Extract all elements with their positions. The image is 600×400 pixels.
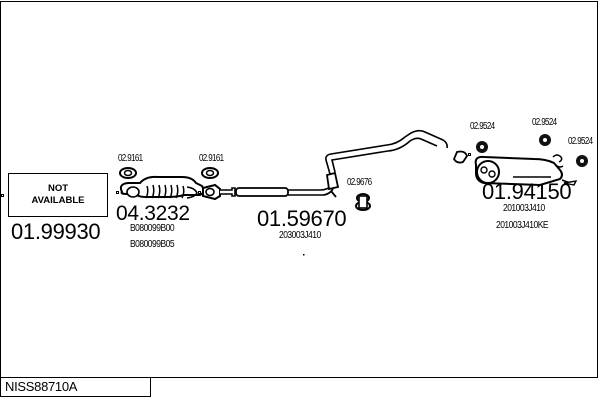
connector-marker — [198, 191, 201, 194]
gasket-icon-center — [201, 167, 219, 179]
not-available-box[interactable]: NOT AVAILABLE — [8, 173, 108, 217]
reference-center-1: 203003J410 — [279, 230, 321, 241]
rear-muffler-icon — [474, 154, 578, 187]
not-available-line2: AVAILABLE — [31, 195, 85, 206]
stray-mark — [303, 254, 305, 256]
part-number-center-pipe[interactable]: 01.59670 — [257, 206, 347, 231]
part-number-catalytic-converter[interactable]: 04.3232 — [116, 202, 190, 225]
part-number-rear-hanger-1[interactable]: 02.9524 — [470, 121, 495, 132]
connector-marker — [1, 194, 4, 197]
connector-marker — [468, 153, 471, 156]
center-pipe-icon — [202, 129, 468, 201]
part-number-front-pipe[interactable]: 01.99930 — [11, 219, 101, 244]
part-number-rear-hanger-3[interactable]: 02.9524 — [568, 136, 593, 147]
hanger-icon-rear-3 — [576, 155, 588, 167]
reference-cat-2: B080099B05 — [130, 239, 175, 250]
gasket-number-cat[interactable]: 02.9161 — [118, 153, 143, 164]
connector-marker — [116, 191, 119, 194]
diagram-frame — [0, 1, 598, 378]
reference-muffler-2: 201003J410KE — [496, 220, 549, 231]
gasket-number-center[interactable]: 02.9161 — [199, 153, 224, 164]
system-part-number: NISS88710A — [5, 379, 78, 394]
part-number-rear-hanger-2[interactable]: 02.9524 — [532, 117, 557, 128]
reference-cat-1: B080099B00 — [130, 223, 175, 234]
not-available-line1: NOT — [47, 183, 69, 194]
gasket-icon-cat — [119, 167, 137, 179]
catalytic-converter-icon — [119, 175, 205, 199]
part-number-rear-muffler[interactable]: 01.94150 — [482, 179, 572, 204]
part-number-middle-hanger[interactable]: 02.9676 — [347, 177, 372, 188]
reference-muffler-1: 201003J410 — [503, 203, 545, 214]
hanger-icon-middle — [355, 193, 371, 211]
part-number-label-box: NISS88710A — [0, 377, 151, 397]
hanger-icon-rear-2 — [539, 134, 551, 146]
hanger-icon-rear-1 — [476, 141, 488, 153]
